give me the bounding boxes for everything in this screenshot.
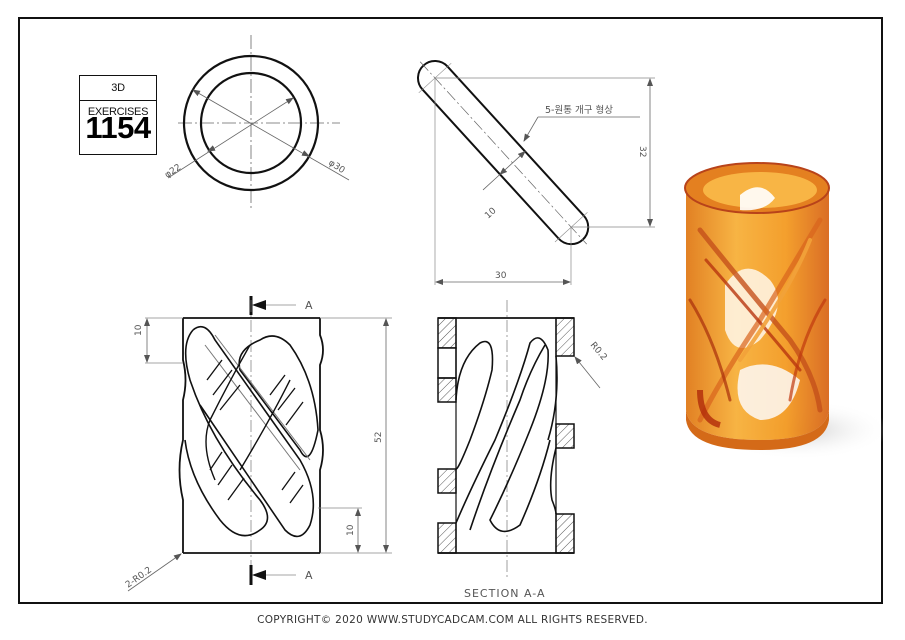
front-view: A A [124, 296, 392, 592]
series-label: 3D EXERCISES [80, 76, 156, 118]
front-radius-note: 2-R0.2 [124, 565, 154, 590]
section-radius-note: R0.2 [588, 341, 609, 363]
copyright-footer: COPYRIGHT© 2020 WWW.STUDYCADCAM.COM ALL … [257, 614, 648, 626]
slot-detail-view: 10 30 32 5-원통 개구 형상 [417, 60, 655, 285]
top-view: φ22 φ30 [163, 35, 350, 210]
title-block: 3D EXERCISES 1154 [79, 75, 157, 155]
height-label: 52 [374, 432, 384, 443]
outer-diameter-label: φ30 [326, 158, 346, 176]
top-offset-label: 10 [134, 324, 144, 336]
render-3d [684, 162, 890, 460]
section-marker-bottom: A [305, 569, 313, 582]
bottom-offset-label: 10 [346, 524, 356, 536]
exercise-number: 1154 [85, 110, 151, 145]
section-marker-top: A [305, 299, 313, 312]
slot-width-label: 10 [483, 206, 498, 221]
inner-diameter-label: φ22 [163, 163, 183, 181]
slot-vertical-label: 32 [637, 146, 647, 157]
section-view: R0.2 SECTION A-A [437, 300, 609, 600]
section-title: SECTION A-A [464, 587, 546, 600]
slot-note: 5-원통 개구 형상 [545, 105, 613, 116]
slot-horizontal-label: 30 [495, 271, 507, 281]
